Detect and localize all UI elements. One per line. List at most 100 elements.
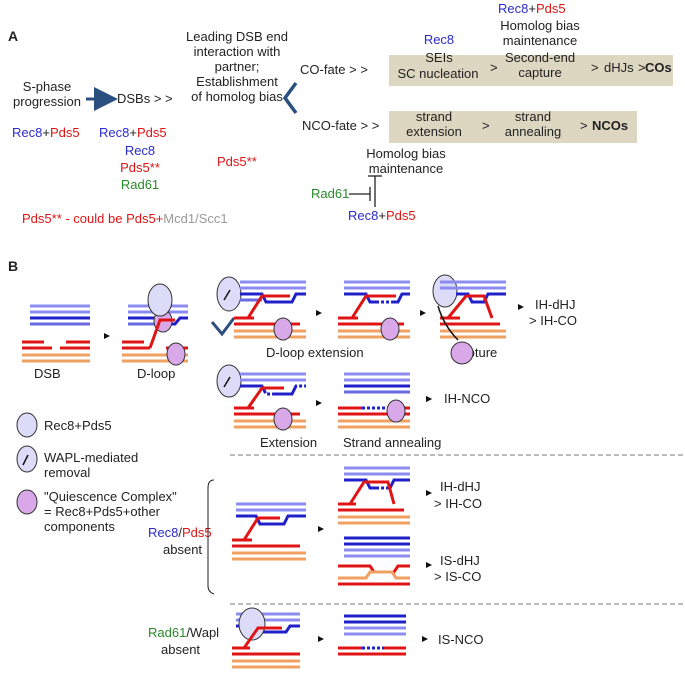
- plus-text: +: [378, 208, 386, 223]
- rad61-text: Rad61: [148, 625, 187, 640]
- outcome-ih-co-1: > IH-CO: [529, 313, 578, 328]
- strand-extension-line: strand: [415, 109, 453, 124]
- homolog-bias-line: Homolog bias: [366, 146, 446, 161]
- fate-branch-arrow: [282, 81, 298, 115]
- strand-annealing-b-label: Strand annealing: [343, 435, 442, 450]
- extension-diagram: [216, 364, 432, 431]
- rad61-wapl-absent-diagram: [232, 607, 428, 669]
- rec8-pds5-absent-diagram: [232, 466, 432, 586]
- dsb-factors-1: Rec8+Pds5: [99, 125, 167, 141]
- s-phase-line2: progression: [13, 93, 81, 109]
- nco-fate-label: NCO-fate > >: [302, 118, 380, 133]
- cos-label: COs: [645, 60, 672, 75]
- footnote: Pds5** - could be Pds5+Mcd1/Scc1: [22, 211, 228, 227]
- pds5-text: Pds5: [535, 1, 566, 16]
- seis-label: SEIs: [425, 50, 453, 65]
- plus-text: +: [528, 1, 536, 16]
- step-arrow: [104, 333, 110, 339]
- outcome-is-co: > IS-CO: [434, 569, 482, 584]
- dloop-label: D-loop: [137, 366, 176, 381]
- rec8-text: Rec8: [12, 125, 43, 140]
- pds5-text: Pds5: [385, 208, 416, 223]
- outcome-ih-dhj-2: IH-dHJ: [440, 479, 481, 494]
- dsb-pds5-star: Pds5**: [120, 160, 160, 175]
- outcome-is-nco: IS-NCO: [438, 632, 484, 647]
- nco-gt-2: >: [580, 118, 588, 133]
- s-phase-line1: S-phase: [22, 79, 72, 94]
- nco-homolog-bias: Homolog bias maintenance: [354, 146, 458, 177]
- dsb-rec8: Rec8: [124, 143, 156, 158]
- ncos-label: NCOs: [592, 118, 629, 133]
- inhibitor-rad61: Rad61: [311, 186, 350, 201]
- dloop-extension-diagram-1: [216, 276, 426, 341]
- co-gt-2: >: [591, 60, 599, 75]
- co-fate-label: CO-fate > >: [300, 62, 368, 77]
- legend-qc-line: "Quiescence Complex": [44, 489, 177, 504]
- absent-bracket: [207, 479, 215, 595]
- strand-extension-line: extension: [406, 123, 462, 139]
- footnote-red: Pds5** - could be Pds5+: [22, 211, 164, 226]
- dsb-label: DSB: [34, 366, 61, 381]
- legend-rec8pds5-icon: [16, 412, 38, 438]
- legend-wapl-icon: [16, 445, 38, 473]
- outcome-is-dhj: IS-dHJ: [440, 553, 480, 568]
- rec8-text: Rec8: [148, 525, 179, 540]
- pds5-text: Pds5: [49, 125, 80, 140]
- second-end-line: capture: [518, 64, 562, 80]
- strand-annealing-label: strand annealing: [492, 109, 574, 140]
- outcome-ih-co-2: > IH-CO: [434, 496, 483, 511]
- dloop-extension-label: D-loop extension: [266, 345, 364, 360]
- panel-b-label: B: [8, 258, 19, 274]
- co-pathway-box: [389, 55, 673, 86]
- inhibitor-rec8pds5: Rec8+Pds5: [348, 208, 416, 224]
- homolog-bias-line: maintenance: [502, 32, 578, 48]
- nco-pathway-box: [389, 111, 637, 143]
- dsb-rad61: Rad61: [120, 177, 160, 192]
- strand-annealing-line: strand: [514, 109, 552, 124]
- legend-icons: [16, 412, 38, 515]
- legend-qc-line: components: [44, 518, 115, 534]
- capture-diagram: [432, 274, 524, 365]
- rec8-pds5-absent-2: absent: [163, 542, 203, 557]
- strand-extension-label: strand extension: [392, 109, 476, 140]
- rad61-wapl-absent-2: absent: [161, 642, 201, 657]
- leading-dsb-text: Leading DSB end interaction with partner…: [173, 29, 301, 105]
- pds5-text: Pds5: [181, 525, 212, 540]
- second-end-capture: Second-end capture: [494, 50, 586, 81]
- wapl-text: /Wapl: [186, 625, 220, 640]
- rec8-text: Rec8: [348, 208, 379, 223]
- co-gt-3: >: [638, 60, 646, 75]
- dhjs-label: dHJs: [604, 60, 634, 75]
- s-phase-label: S-phase progression: [6, 79, 88, 110]
- leading-pds5-star: Pds5**: [217, 154, 257, 169]
- strand-annealing-line: annealing: [504, 123, 562, 139]
- homolog-bias-line: Homolog bias: [500, 18, 580, 33]
- dsb-diagram: [22, 304, 90, 363]
- rec8-text: Rec8: [99, 125, 130, 140]
- sc-nucleation-label: SC nucleation: [397, 66, 479, 81]
- branch-arrow-b: [210, 317, 236, 337]
- dsbs-label: DSBs > >: [117, 91, 173, 106]
- plus-text: +: [42, 125, 50, 140]
- dloop-diagram: [122, 283, 188, 366]
- legend-wapl-line: WAPL-mediated: [44, 450, 139, 465]
- slash-text: /: [178, 525, 182, 540]
- legend-qc-icon: [16, 489, 38, 515]
- leading-line: interaction with: [193, 43, 281, 59]
- legend-rec8pds5-label: Rec8+Pds5: [44, 418, 112, 433]
- co-homolog-bias: Homolog bias maintenance: [490, 18, 590, 49]
- nco-gt-1: >: [482, 118, 490, 133]
- co-gt-1: >: [490, 60, 498, 75]
- leading-line: partner;: [214, 58, 260, 74]
- co-rec8pds5: Rec8+Pds5: [498, 1, 566, 17]
- leading-line: of homolog bias: [191, 88, 283, 104]
- plus-text: +: [129, 125, 137, 140]
- legend-qc-label: "Quiescence Complex" = Rec8+Pds5+other c…: [44, 489, 177, 535]
- rec8-text: Rec8: [498, 1, 529, 16]
- legend-wapl-line: removal: [44, 464, 91, 480]
- panel-a-label: A: [8, 28, 19, 44]
- outcome-ih-nco: IH-NCO: [444, 391, 491, 406]
- leading-line: Leading DSB end: [186, 29, 288, 44]
- legend-qc-line: = Rec8+Pds5+other: [44, 503, 160, 519]
